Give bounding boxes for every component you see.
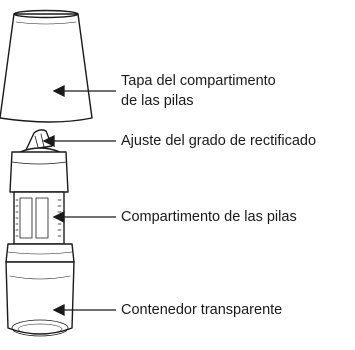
- arrow-contenedor: [52, 303, 116, 317]
- battery-cap: [0, 9, 93, 123]
- transparent-container: [5, 261, 75, 337]
- label-battery-cap: Tapa del compartimento de las pilas: [121, 71, 276, 111]
- upper-body: [9, 151, 69, 193]
- arrow-tapa: [52, 84, 116, 98]
- label-battery-compartment: Compartimento de las pilas: [121, 209, 297, 225]
- battery-compartment: [13, 191, 65, 245]
- label-adjustment: Ajuste del grado de rectificado: [121, 133, 317, 149]
- grinder-collar: [5, 243, 75, 263]
- arrow-compartimento: [52, 210, 116, 224]
- label-battery-cap-line1: Tapa del compartimento: [121, 73, 276, 89]
- arrow-ajuste: [42, 134, 116, 148]
- label-battery-cap-line2: de las pilas: [121, 93, 194, 109]
- adjustment-knob: [19, 129, 61, 153]
- label-transparent-container: Contenedor transparente: [121, 302, 283, 318]
